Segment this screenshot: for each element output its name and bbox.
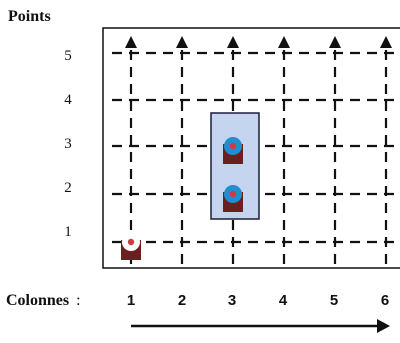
- row-label-1: 1: [64, 224, 72, 240]
- column-arrowhead-2: [176, 36, 188, 48]
- white-target-piece-center: [127, 238, 135, 246]
- blue-target-piece-b[interactable]: [223, 185, 243, 212]
- column-label-3: 3: [227, 292, 237, 309]
- row-label-3: 3: [64, 136, 72, 152]
- column-arrowhead-3: [227, 36, 239, 48]
- row-label-5: 5: [64, 48, 72, 64]
- x-axis-title-separator: :: [76, 292, 81, 309]
- blue-target-piece-b-center: [229, 190, 237, 198]
- column-arrowhead-6: [380, 36, 392, 48]
- column-label-5: 5: [329, 292, 339, 309]
- column-arrowheads: [125, 36, 392, 48]
- column-label-2: 2: [177, 292, 187, 309]
- column-arrowhead-1: [125, 36, 137, 48]
- row-label-2: 2: [64, 180, 72, 196]
- x-axis-title: Colonnes :: [6, 292, 81, 310]
- white-target-piece[interactable]: [121, 233, 141, 260]
- blue-target-piece-a[interactable]: [223, 137, 243, 164]
- row-label-4: 4: [64, 92, 72, 108]
- y-axis-title: Points: [8, 8, 51, 25]
- blue-target-piece-a-center: [229, 142, 237, 150]
- column-arrowhead-5: [329, 36, 341, 48]
- pieces-layer: [121, 137, 243, 260]
- column-label-4: 4: [278, 292, 288, 309]
- column-arrowhead-4: [278, 36, 290, 48]
- column-label-1: 1: [126, 292, 136, 309]
- x-axis-title-text: Colonnes: [6, 292, 70, 309]
- column-label-6: 6: [380, 292, 390, 309]
- column-axis-arrow-head: [377, 319, 390, 333]
